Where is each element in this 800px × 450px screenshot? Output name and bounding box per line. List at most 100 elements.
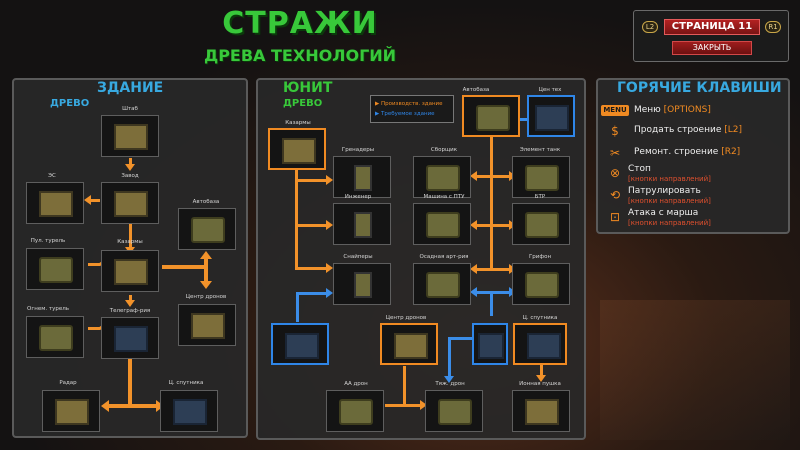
connector-blue — [296, 292, 299, 322]
arrow — [326, 175, 333, 185]
node-sniper[interactable] — [333, 263, 391, 305]
node-label-factory: Завод — [121, 173, 139, 179]
node-satellite-center[interactable] — [160, 390, 218, 432]
connector — [162, 265, 206, 269]
connector — [88, 263, 100, 266]
connector — [474, 224, 510, 227]
node-ion-cannon[interactable] — [512, 390, 570, 432]
autobase-icon — [191, 217, 225, 243]
node-telegraph-required[interactable] — [472, 323, 508, 365]
arrow — [470, 264, 477, 274]
aa-drone-icon — [339, 399, 373, 425]
node-builder[interactable] — [413, 156, 471, 198]
connector — [474, 175, 510, 178]
arrow-blue — [470, 287, 477, 297]
node-label-flame-turret: Огнем. турель — [27, 306, 69, 312]
connector — [490, 123, 493, 271]
node-griffin[interactable] — [512, 263, 570, 305]
node-engineer[interactable] — [333, 203, 391, 245]
node-label-atgm-car: Машина с ПТУ — [423, 194, 465, 200]
connector-blue — [490, 291, 493, 316]
engineer-icon — [354, 212, 372, 238]
node-grenadier[interactable] — [333, 156, 391, 198]
hotkey-repair-key: [R2] — [721, 147, 741, 157]
patrol-icon: ⟲ — [609, 188, 621, 202]
node-radar[interactable] — [42, 390, 100, 432]
node-label-tech-src: Цен тех — [538, 87, 562, 93]
satellite-center-icon — [527, 333, 561, 359]
node-label-telegraph: Телеграф-рия — [109, 308, 151, 314]
close-button[interactable]: ЗАКРЫТЬ — [672, 41, 752, 55]
sniper-icon — [354, 272, 372, 298]
connector — [295, 224, 327, 227]
node-autobase[interactable] — [178, 208, 236, 250]
node-label-drone-center-src: Центр дронов — [385, 315, 427, 321]
arrow — [200, 281, 212, 289]
atgm-car-icon — [426, 212, 460, 238]
arrow — [420, 400, 427, 410]
node-tech-required[interactable] — [271, 323, 329, 365]
node-tank[interactable] — [512, 156, 570, 198]
node-heavy-drone[interactable] — [425, 390, 483, 432]
node-label-barracks-src: Казармы — [285, 120, 311, 126]
connector — [129, 295, 132, 301]
node-label-heavy-drone: Тяж. дрон — [435, 381, 465, 387]
connector-blue — [448, 337, 451, 377]
hotkey-repair-label: Ремонт. строение — [634, 147, 722, 157]
r1-trigger-icon[interactable]: R1 — [765, 21, 781, 33]
node-aa-drone[interactable] — [326, 390, 384, 432]
unit-tree-panel — [256, 78, 586, 440]
arrow — [125, 300, 135, 307]
node-label-aa-drone: АА дрон — [344, 381, 368, 387]
connector — [540, 362, 543, 376]
node-mg-turret[interactable] — [26, 248, 84, 290]
node-label-barracks: Казармы — [117, 239, 143, 245]
connector — [108, 404, 156, 408]
arrow-blue — [444, 376, 454, 383]
building-panel-title: ЗДАНИЕ — [97, 80, 164, 96]
arrow — [470, 220, 477, 230]
screen-title: СТРАЖИ — [222, 6, 378, 41]
node-autobase-source[interactable] — [462, 95, 520, 137]
node-label-siege-art: Осадная арт-рия — [419, 254, 469, 260]
node-siege-artillery[interactable] — [413, 263, 471, 305]
attack-move-icon: ⊡ — [609, 210, 621, 224]
l2-trigger-icon[interactable]: L2 — [642, 21, 658, 33]
node-telegraph[interactable] — [101, 317, 159, 359]
building-panel-subtitle: ДРЕВО — [50, 98, 90, 109]
node-tech-center-source[interactable] — [527, 95, 575, 137]
legend-production: ▶ Производств. здание — [375, 101, 443, 107]
builder-truck-icon — [426, 165, 460, 191]
node-barracks[interactable] — [101, 250, 159, 292]
page-label: СТРАНИЦА 11 — [664, 19, 760, 35]
node-label-engineer: Инженер — [344, 194, 372, 200]
arrow — [200, 251, 212, 259]
connector — [474, 268, 510, 271]
tech-center-icon — [285, 333, 319, 359]
barracks-icon — [282, 138, 316, 164]
node-power-station[interactable] — [26, 182, 84, 224]
screen-subtitle: ДРЕВА ТЕХНОЛОГИЙ — [203, 46, 397, 65]
node-factory[interactable] — [101, 182, 159, 224]
node-hq[interactable] — [101, 115, 159, 157]
node-satellite-source[interactable] — [513, 323, 567, 365]
drone-center-icon — [191, 313, 225, 339]
telegraph-icon — [478, 333, 504, 359]
node-label-sniper: Снайперы — [343, 254, 373, 260]
node-barracks-source[interactable] — [268, 128, 326, 170]
node-label-power: ЭС — [48, 173, 56, 179]
connector — [204, 254, 208, 284]
arrow — [84, 195, 91, 205]
drone-center-icon — [394, 333, 428, 359]
connector — [128, 358, 132, 406]
node-flame-turret[interactable] — [26, 316, 84, 358]
node-apc[interactable] — [512, 203, 570, 245]
node-atgm-car[interactable] — [413, 203, 471, 245]
hotkey-sell-label: Продать строение — [634, 125, 725, 135]
hotkey-patrol: Патрулировать — [628, 186, 701, 196]
node-drone-center[interactable] — [178, 304, 236, 346]
node-drone-center-source[interactable] — [380, 323, 438, 365]
satellite-center-icon — [173, 399, 207, 425]
connector — [129, 221, 132, 249]
node-label-radar: Радар — [59, 380, 77, 386]
